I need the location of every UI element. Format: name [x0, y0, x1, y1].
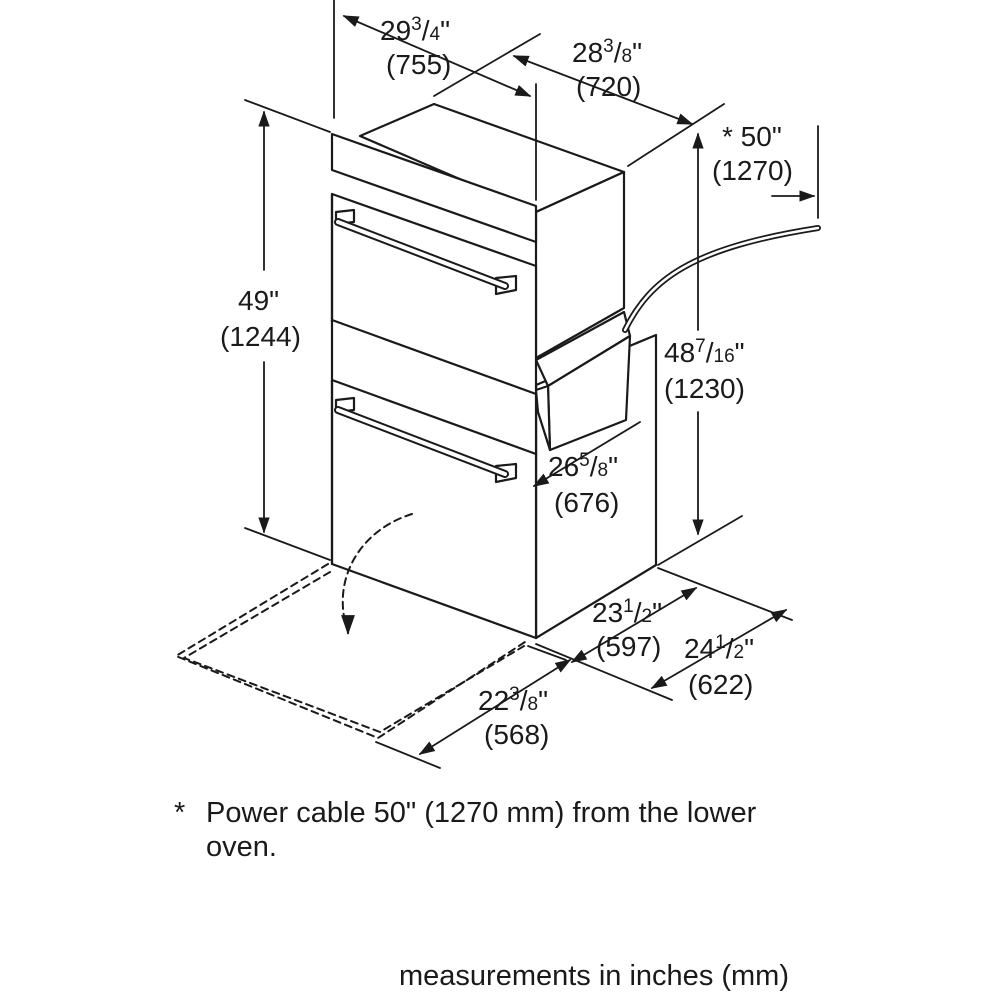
arrow-depth-top — [512, 55, 694, 125]
lower-oven-handle — [334, 396, 518, 484]
total-height-label: 49" — [238, 285, 279, 316]
total-width-label: 293/4" — [380, 14, 450, 46]
lower-oven-front — [330, 318, 538, 640]
power-cable-note: * Power cable 50" (1270 mm) from the low… — [174, 796, 814, 864]
cutout-depth-mm: (622) — [688, 669, 753, 700]
depth-top-mm: (720) — [576, 71, 641, 102]
junction-box — [534, 310, 632, 452]
inner-depth-mm: (676) — [554, 487, 619, 518]
depth-top-label: 283/8" — [572, 36, 642, 68]
arrow-inner-depth — [532, 421, 641, 487]
note-asterisk: * — [174, 797, 186, 829]
upper-oven-handle — [334, 208, 518, 296]
arrow-door-swing — [418, 659, 572, 755]
note-text: Power cable 50" (1270 mm) from the lower… — [206, 797, 757, 863]
total-width-mm: (755) — [386, 49, 451, 80]
cutout-height-label: 487/16" — [664, 336, 745, 368]
cutout-height-mm: (1230) — [664, 373, 745, 404]
arrow-cutout-depth — [650, 609, 788, 689]
dimension-arrows — [258, 15, 816, 755]
total-height-mm: (1244) — [220, 321, 301, 352]
door-swing-label: 223/8" — [478, 684, 548, 716]
upper-oven-front — [330, 132, 538, 398]
cable-label: * 50" — [722, 121, 782, 152]
cutout-width-label: 231/2" — [592, 596, 662, 628]
door-swing-mm: (568) — [484, 719, 549, 750]
arrow-cutout-width — [570, 587, 698, 663]
measurement-units-footer: measurements in inches (mm) — [399, 960, 789, 992]
cutout-depth-label: 241/2" — [684, 632, 754, 664]
inner-depth-label: 265/8" — [548, 450, 618, 482]
arrow-total-width — [342, 15, 532, 97]
power-cable — [622, 225, 821, 333]
cable-mm: (1270) — [712, 155, 793, 186]
dimension-labels: 293/4" (755) 283/8" (720) * 50" (1270) 4… — [220, 14, 793, 750]
cutout-width-mm: (597) — [596, 631, 661, 662]
